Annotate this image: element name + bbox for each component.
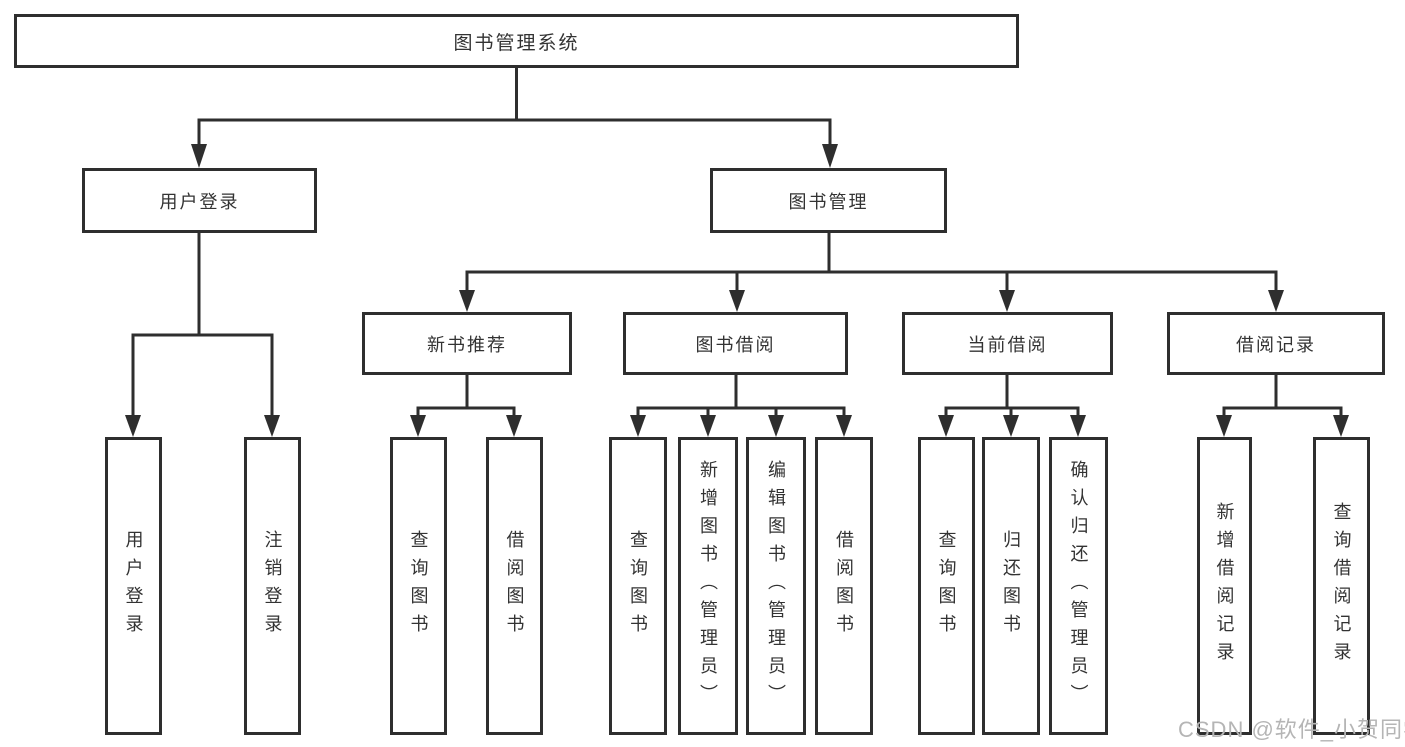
node-user-login: 用户登录 (82, 168, 317, 233)
arrowhead (506, 415, 522, 437)
node-current-borrowing: 当前借阅 (902, 312, 1113, 375)
node-label: 图书管理 (788, 191, 869, 212)
arrowhead (1070, 415, 1086, 437)
connector-new-book-children (410, 373, 522, 437)
node-book-management: 图书管理 (710, 168, 947, 233)
arrowhead (630, 415, 646, 437)
arrowhead (459, 290, 475, 312)
leaf-borrowing-edit-books-admin: 编辑图书（管理员） (746, 437, 806, 735)
arrowhead (836, 415, 852, 437)
arrowhead (1003, 415, 1019, 437)
arrowhead (938, 415, 954, 437)
node-label: 编辑图书（管理员） (766, 460, 786, 712)
arrowhead (1333, 415, 1349, 437)
leaf-borrowing-query-books: 查询图书 (609, 437, 667, 735)
node-label: 查询图书 (628, 530, 648, 642)
node-borrowing-records: 借阅记录 (1167, 312, 1385, 375)
connector-book-management-children (459, 231, 1284, 312)
leaf-current-return-books: 归还图书 (982, 437, 1040, 735)
node-label: 用户登录 (123, 530, 144, 642)
leaf-user-login: 用户登录 (105, 437, 162, 735)
node-label: 查询借阅记录 (1331, 502, 1352, 670)
arrowhead (768, 415, 784, 437)
node-label: 借阅图书 (834, 530, 854, 642)
leaf-records-query-record: 查询借阅记录 (1313, 437, 1370, 735)
leaf-newbook-borrow-books: 借阅图书 (486, 437, 543, 735)
csdn-watermark: CSDN @软件_小贺同学 (1178, 717, 1405, 742)
node-book-borrowing: 图书借阅 (623, 312, 848, 375)
leaf-borrowing-add-books-admin: 新增图书（管理员） (678, 437, 738, 735)
connector-current-borrowing-children (938, 373, 1086, 437)
node-label: 查询图书 (936, 530, 957, 642)
leaf-logout: 注销登录 (244, 437, 301, 735)
node-label: 用户登录 (159, 191, 240, 212)
arrowhead (191, 144, 207, 168)
node-label: 注销登录 (262, 530, 283, 642)
leaf-newbook-query-books: 查询图书 (390, 437, 447, 735)
node-label: 新增借阅记录 (1214, 502, 1235, 670)
arrowhead (729, 290, 745, 312)
node-label: 当前借阅 (967, 334, 1048, 355)
node-label: 确认归还（管理员） (1068, 460, 1089, 712)
node-new-book-recommendation: 新书推荐 (362, 312, 572, 375)
node-label: 图书借阅 (695, 334, 776, 355)
leaf-records-add-record: 新增借阅记录 (1197, 437, 1252, 735)
arrowhead (1216, 415, 1232, 437)
node-label: 查询图书 (408, 530, 429, 642)
node-label: 新书推荐 (427, 334, 507, 355)
connector-book-borrowing-children (630, 373, 852, 437)
arrowhead (999, 290, 1015, 312)
node-label: 借阅图书 (504, 530, 525, 642)
leaf-current-confirm-return-admin: 确认归还（管理员） (1049, 437, 1108, 735)
connector-root-to-level2 (191, 67, 838, 168)
arrowhead (264, 415, 280, 437)
node-label: 图书管理系统 (453, 32, 580, 54)
arrowhead (410, 415, 426, 437)
arrowhead (822, 144, 838, 168)
node-label: 借阅记录 (1236, 334, 1316, 355)
arrowhead (700, 415, 716, 437)
node-label: 归还图书 (1001, 530, 1021, 642)
leaf-borrowing-borrow-books: 借阅图书 (815, 437, 873, 735)
leaf-current-query-books: 查询图书 (918, 437, 975, 735)
connector-borrowing-records-children (1216, 373, 1349, 437)
connector-user-login-children (125, 231, 280, 437)
arrowhead (1268, 290, 1284, 312)
node-label: 新增图书（管理员） (698, 460, 718, 712)
node-library-system: 图书管理系统 (14, 14, 1019, 68)
arrowhead (125, 415, 141, 437)
